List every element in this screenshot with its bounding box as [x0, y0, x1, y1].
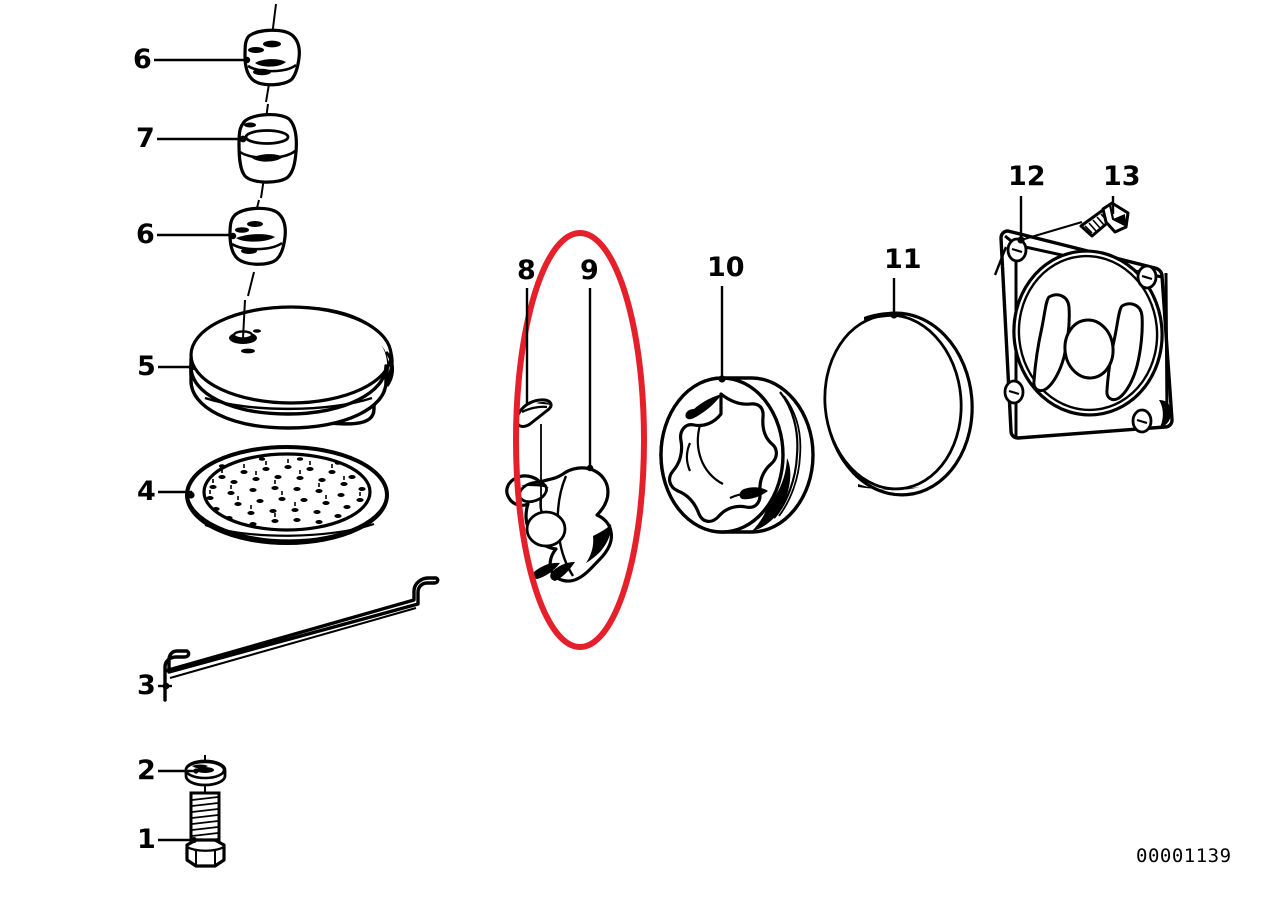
callout-11-number: 11	[884, 244, 922, 275]
strainer-perforations	[206, 457, 366, 526]
part-hex-bolt	[185, 785, 226, 868]
diagram-id-label: 00001139	[1136, 845, 1232, 867]
part-wire-retaining-clip	[162, 576, 440, 702]
callout-9-number: 9	[580, 255, 599, 286]
callout-8: 8	[517, 255, 536, 404]
callout-2-number: 2	[137, 755, 156, 786]
part-inner-rotor	[505, 424, 614, 583]
part-pump-cover-plate	[993, 221, 1174, 440]
callout-7-number: 7	[136, 123, 155, 154]
callout-6-upper-number: 6	[133, 44, 152, 75]
part-outer-rotor-ring	[659, 375, 815, 534]
callout-4-number: 4	[137, 476, 156, 507]
callout-1-number: 1	[137, 824, 156, 855]
callout-8-number: 8	[517, 255, 536, 286]
callout-5: 5	[137, 351, 190, 382]
part-cover-screw	[1079, 201, 1130, 238]
callout-6-lower: 6	[136, 219, 233, 250]
red-highlight-ellipse	[513, 230, 647, 650]
part-oil-strainer-screen	[185, 445, 389, 545]
callout-2: 2	[137, 755, 196, 786]
callout-9: 9	[580, 255, 599, 467]
callout-6-upper: 6	[133, 44, 247, 75]
callout-10-number: 10	[707, 252, 745, 283]
callout-6-lower-number: 6	[136, 219, 155, 250]
callout-10: 10	[707, 252, 745, 377]
callout-5-number: 5	[137, 351, 156, 382]
part-bushing-b	[237, 103, 298, 199]
callout-1: 1	[137, 824, 196, 855]
part-bushing-a-upper	[243, 3, 301, 103]
callout-3: 3	[137, 670, 172, 701]
callout-11: 11	[884, 244, 922, 314]
callout-7: 7	[136, 123, 242, 154]
callout-13-number: 13	[1103, 161, 1141, 192]
callout-13: 13	[1103, 161, 1141, 214]
cover-plate-bolt-holes	[1003, 237, 1158, 434]
part-o-ring	[823, 311, 974, 497]
part-washer	[184, 755, 227, 787]
part-pump-cover	[188, 299, 394, 430]
part-bushing-a-lower	[228, 199, 287, 297]
callout-4: 4	[137, 476, 192, 507]
callout-3-number: 3	[137, 670, 156, 701]
callout-12-number: 12	[1008, 161, 1046, 192]
callout-12: 12	[1008, 161, 1046, 240]
